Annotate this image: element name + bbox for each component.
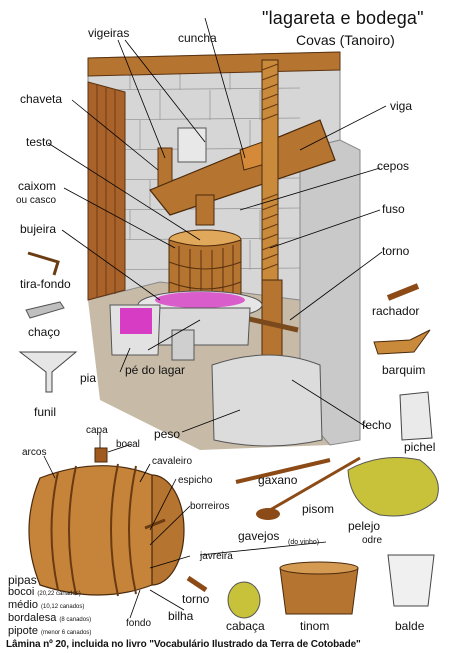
tira-fondo-tool (27, 251, 60, 276)
label-chaveta: chaveta (20, 92, 63, 106)
espicho-peg (144, 518, 166, 530)
pipa-name: bocoi (8, 586, 35, 598)
label-gaxano: gaxano (258, 473, 298, 487)
pisom-handle (269, 456, 361, 512)
rachador-tool (386, 283, 420, 301)
label-pichel: pichel (404, 440, 436, 454)
label-cavaleiro: cavaleiro (152, 456, 193, 467)
label-arcos: arcos (22, 447, 47, 458)
leader-lines (43, 17, 387, 619)
label-borreiros: borreiros (190, 501, 230, 512)
pipa-note: (8 canados) (59, 617, 92, 623)
label-testo: testo (26, 135, 53, 149)
pipa-name: médio (8, 599, 38, 611)
pipa-note: (menor 6 canados) (41, 630, 92, 636)
peso-stone (211, 354, 323, 447)
balde-bucket (387, 554, 435, 607)
pipas-heading: pipas (8, 573, 37, 587)
label-caixom: caixom (18, 179, 57, 193)
label-funil: funil (34, 405, 57, 419)
barquim-tool (373, 329, 431, 355)
label-cepos: cepos (377, 159, 410, 173)
label-torno-tap: torno (182, 592, 210, 606)
pipas-row: médio (10,12 canados) (8, 600, 91, 613)
pipa-name: pipote (8, 625, 38, 637)
pichel-jug (399, 391, 433, 441)
label-pelejo: pelejo (348, 519, 381, 533)
label-cuncha: cuncha (178, 31, 217, 45)
label-balde: balde (395, 619, 425, 633)
testo-post (195, 194, 215, 226)
pipa-note: (10,12 canados) (41, 604, 85, 610)
cabaca-gourd (227, 581, 261, 619)
pipa-note: (20,22 canados) (37, 591, 81, 597)
label-pia: pia (80, 371, 97, 385)
label-odre: odre (362, 535, 383, 546)
label-tinom: tinom (300, 619, 330, 633)
caption: Lâmina nº 20, incluida no livro "Vocabul… (6, 639, 361, 650)
label-pe-do-lagar: pé do lagar (125, 363, 186, 377)
label-pisom: pisom (302, 502, 335, 516)
pipa-arcos (50, 463, 137, 597)
label-gavejos: gavejos (238, 529, 280, 543)
label-fuso: fuso (382, 202, 405, 216)
pisom-head (256, 508, 280, 520)
label-do-vinho: (do vinho) (288, 539, 320, 546)
capa-bung (94, 447, 108, 463)
page-title: "lagareta e bodega" (262, 8, 424, 28)
gaxano-stick (235, 458, 331, 484)
tinom-rim (279, 561, 359, 575)
caixom-staves (168, 245, 242, 306)
chaco-tool (25, 301, 65, 319)
label-cabaca: cabaça (226, 619, 265, 633)
pelejo-odre (347, 457, 439, 517)
torno-bar (244, 315, 299, 333)
funil-tool (18, 351, 78, 393)
label-ou-casco: ou casco (16, 195, 57, 206)
tinom-tub (279, 567, 359, 615)
pipas-row: bocoi (20,22 canados) (8, 587, 91, 600)
label-capa: capa (86, 425, 108, 436)
lagar-base (149, 307, 251, 346)
label-vigeiras: vigeiras (88, 26, 130, 40)
label-barquim: barquim (382, 363, 426, 377)
label-bilha: bilha (168, 609, 194, 623)
label-tira-fondo: tira-fondo (20, 277, 71, 291)
label-fondo: fondo (126, 618, 152, 629)
pipa-name: bordalesa (8, 612, 57, 624)
pia-must (120, 308, 152, 334)
label-chaco: chaço (28, 325, 61, 339)
label-viga: viga (390, 99, 413, 113)
label-torno: torno (382, 244, 410, 258)
label-peso: peso (154, 427, 181, 441)
label-rachador: rachador (372, 304, 420, 318)
label-espicho: espicho (178, 475, 213, 486)
label-bujeira: bujeira (20, 222, 57, 236)
pipa-body (28, 465, 153, 596)
label-javreira: javreira (200, 551, 233, 562)
page-subtitle: Covas (Tanoiro) (296, 32, 395, 48)
pipas-row: bordalesa (8 canados) (8, 613, 91, 626)
vigeira-left (177, 127, 207, 163)
label-bocal: bocal (116, 439, 140, 450)
label-fecho: fecho (362, 418, 392, 432)
must-ring (155, 292, 245, 308)
fuso-threads (261, 63, 279, 271)
torno-tap (186, 575, 208, 593)
pipas-list: pipas bocoi (20,22 canados) médio (10,12… (8, 573, 91, 639)
pipas-row: pipote (menor 6 canados) (8, 626, 91, 639)
